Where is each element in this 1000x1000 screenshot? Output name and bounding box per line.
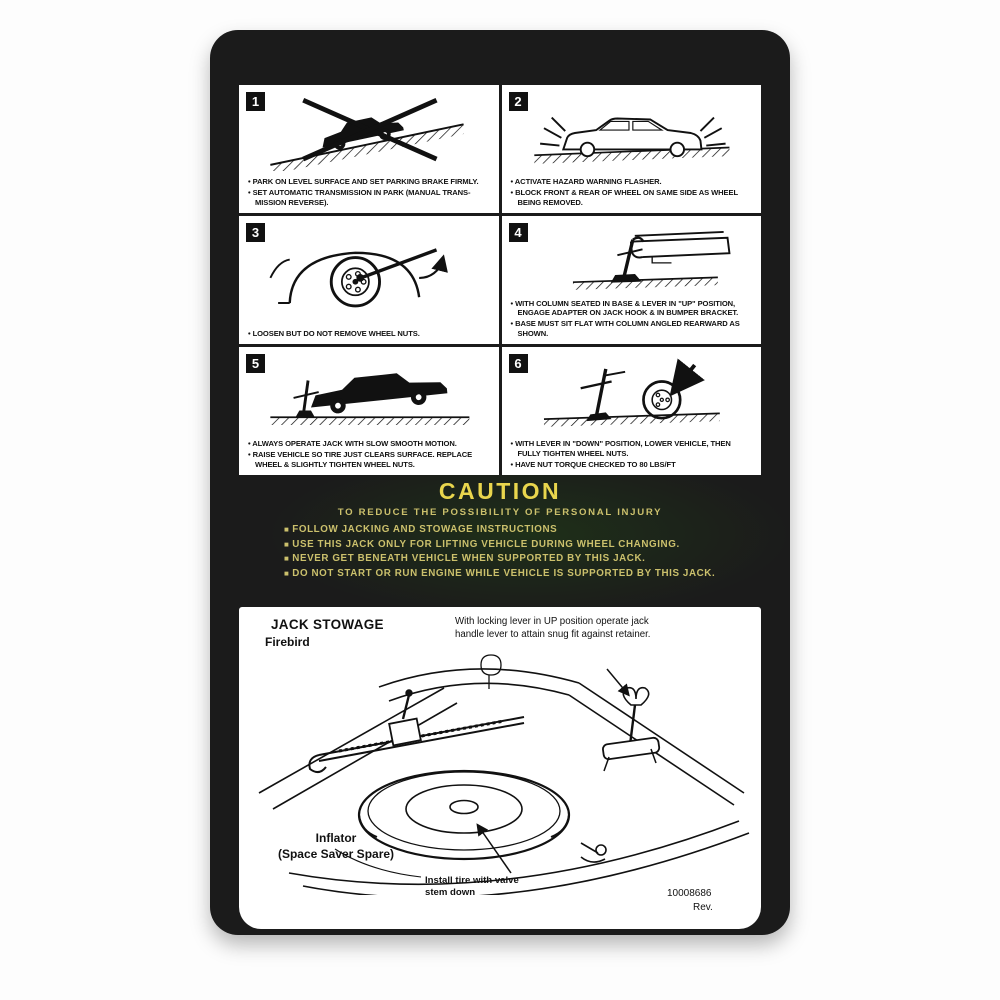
panel-step-2: 2 — [501, 85, 761, 213]
stowage-title: JACK STOWAGE — [271, 617, 384, 632]
part-number-block: 10008686 Rev. — [667, 887, 753, 915]
instruction-panels: 1 — [239, 85, 761, 475]
panel-1-bullets: PARK ON LEVEL SURFACE AND SET PARKING BR… — [248, 176, 490, 208]
bullet: ALWAYS OPERATE JACK WITH SLOW SMOOTH MOT… — [248, 439, 490, 449]
bullet: PARK ON LEVEL SURFACE AND SET PARKING BR… — [248, 177, 490, 187]
caution-item: FOLLOW JACKING AND STOWAGE INSTRUCTIONS — [284, 523, 720, 538]
inflator-label: Inflator (Space Saver Spare) — [251, 831, 421, 862]
step-number: 2 — [508, 92, 528, 111]
inflator-label-line2: (Space Saver Spare) — [277, 846, 395, 861]
jack-instructions-decal: 1 — [210, 30, 790, 935]
bullet: HAVE NUT TORQUE CHECKED TO 80 LBS/FT — [511, 460, 753, 470]
step-number: 5 — [246, 354, 265, 373]
step-number: 6 — [508, 354, 528, 373]
bullet: WITH COLUMN SEATED IN BASE & LEVER IN "U… — [511, 299, 753, 319]
lower-vehicle-illustration — [511, 352, 753, 438]
caution-section: CAUTION TO REDUCE THE POSSIBILITY OF PER… — [210, 475, 790, 607]
stowage-model: Firebird — [265, 635, 310, 649]
trunk-stowage-illustration — [258, 654, 750, 895]
panel-3-bullets: LOOSEN BUT DO NOT REMOVE WHEEL NUTS. — [248, 328, 490, 339]
loosen-wheel-nuts-illustration — [248, 221, 490, 328]
caution-title: CAUTION — [438, 478, 562, 504]
step-number: 3 — [246, 223, 265, 242]
panel-4-bullets: WITH COLUMN SEATED IN BASE & LEVER IN "U… — [511, 298, 753, 339]
hazard-flasher-illustration — [511, 90, 753, 176]
caution-list: FOLLOW JACKING AND STOWAGE INSTRUCTIONS … — [284, 523, 720, 582]
panel-step-6: 6 — [501, 347, 761, 475]
bullet: BLOCK FRONT & REAR OF WHEEL ON SAME SIDE… — [511, 188, 753, 208]
panel-2-bullets: ACTIVATE HAZARD WARNING FLASHER. BLOCK F… — [511, 176, 753, 208]
stowage-locking-lever-note: With locking lever in UP position operat… — [455, 616, 651, 640]
panel-5-bullets: ALWAYS OPERATE JACK WITH SLOW SMOOTH MOT… — [248, 438, 490, 470]
caution-item: USE THIS JACK ONLY FOR LIFTING VEHICLE D… — [284, 538, 720, 553]
step-number: 1 — [246, 92, 265, 111]
bullet: SET AUTOMATIC TRANSMISSION IN PARK (MANU… — [248, 188, 490, 208]
step-number: 4 — [508, 223, 528, 242]
raise-vehicle-illustration — [248, 352, 490, 438]
panel-step-3: 3 — [239, 216, 499, 344]
panel-step-1: 1 — [239, 85, 499, 213]
jack-stowage-panel: JACK STOWAGE Firebird With locking lever… — [239, 607, 761, 929]
panel-step-4: 4 — [501, 216, 761, 344]
bullet: ACTIVATE HAZARD WARNING FLASHER. — [511, 177, 753, 187]
bullet: LOOSEN BUT DO NOT REMOVE WHEEL NUTS. — [248, 329, 490, 339]
caution-subtitle: TO REDUCE THE POSSIBILITY OF PERSONAL IN… — [337, 507, 663, 518]
bullet: BASE MUST SIT FLAT WITH COLUMN ANGLED RE… — [511, 319, 753, 339]
bullet: WITH LEVER IN "DOWN" POSITION, LOWER VEH… — [511, 439, 753, 459]
caution-item: DO NOT START OR RUN ENGINE WHILE VEHICLE… — [284, 567, 720, 582]
valve-stem-note: Install tire with valve stem down — [425, 875, 519, 899]
no-slope-parking-illustration — [248, 90, 490, 176]
panel-step-5: 5 ALWAYS OPERATE JACK WITH SLOW SMOOTH M… — [239, 347, 499, 475]
inflator-label-line1: Inflator — [315, 831, 357, 845]
jack-engage-bumper-illustration — [511, 221, 753, 298]
revision-label: Rev. — [693, 902, 713, 913]
part-number: 10008686 — [667, 888, 712, 899]
caution-item: NEVER GET BENEATH VEHICLE WHEN SUPPORTED… — [284, 552, 720, 567]
panel-6-bullets: WITH LEVER IN "DOWN" POSITION, LOWER VEH… — [511, 438, 753, 470]
bullet: RAISE VEHICLE SO TIRE JUST CLEARS SURFAC… — [248, 450, 490, 470]
